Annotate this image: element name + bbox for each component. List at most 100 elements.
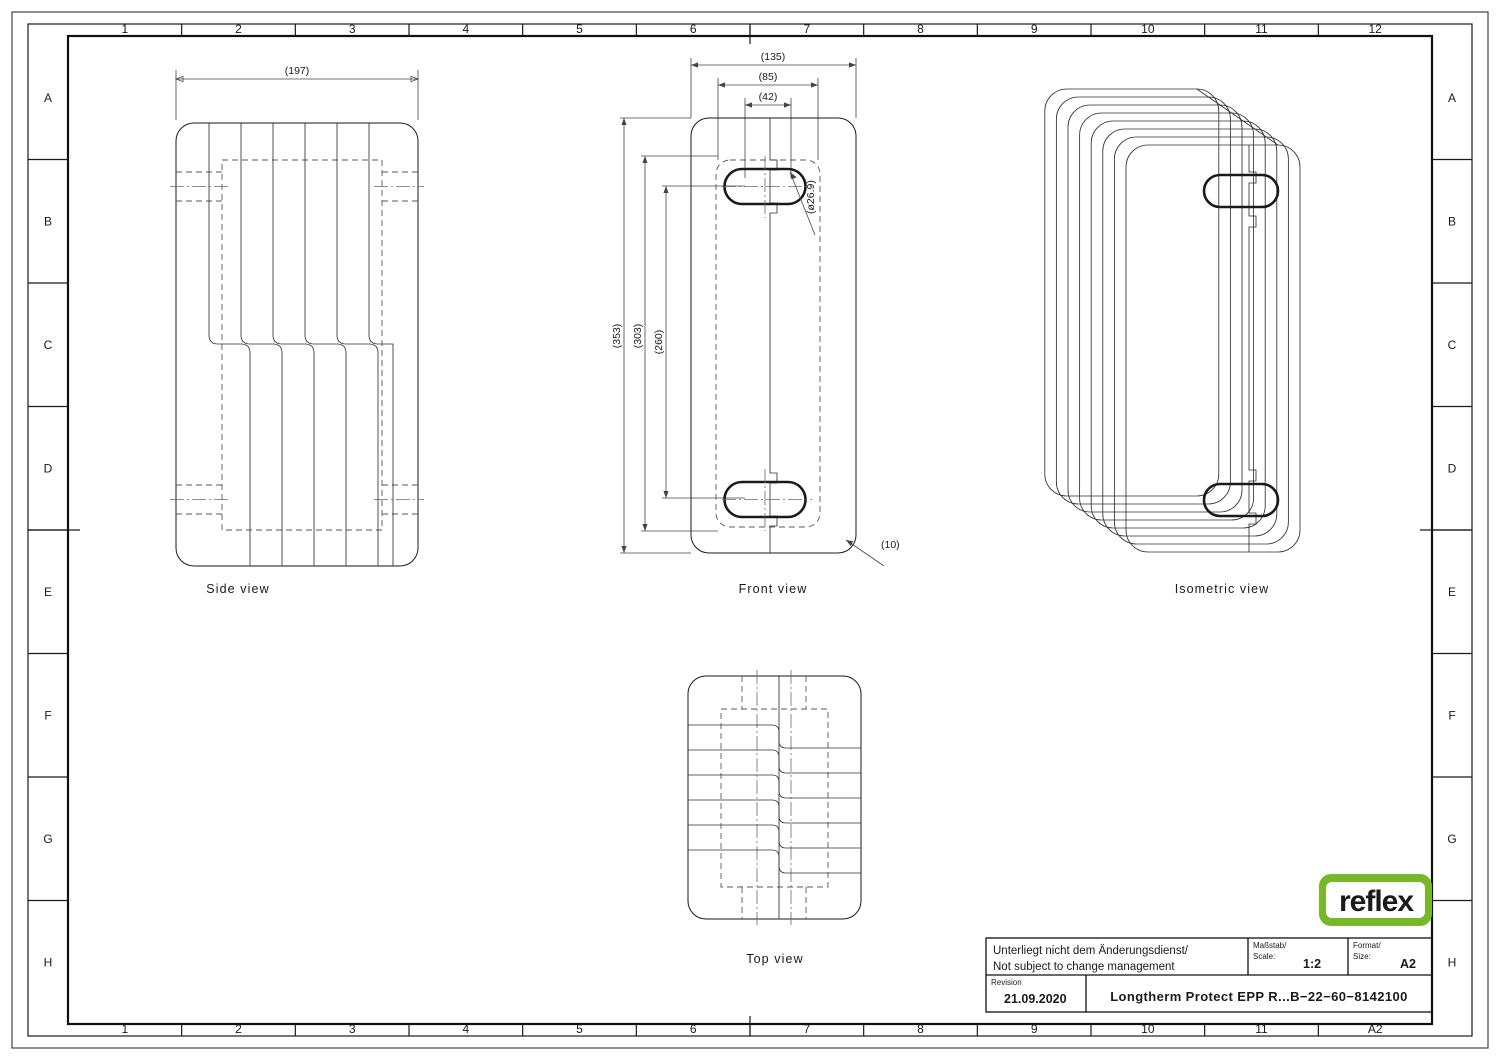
front-view-label: Front view [739,582,808,596]
isometric-front-plate [1125,144,1301,553]
zone-number-bottom-7: 7 [803,1022,810,1036]
zone-letter-left-C: C [44,338,53,352]
side-view: (197) Side view [170,65,424,596]
dim-front-overall-width: (135) [761,51,786,63]
isometric-layer-edge-1 [1266,136,1279,146]
isometric-layer-edge-5 [1219,104,1232,114]
isometric-layer-edge-2 [1254,128,1267,138]
top-view-label: Top view [746,952,803,966]
side-view-label: Side view [206,582,269,596]
zone-number-bottom-2: 2 [235,1022,242,1036]
dim-front-overall-height: (353) [611,324,623,349]
top-view: Top view [687,670,862,966]
zone-number-bottom-6: 6 [690,1022,697,1036]
isometric-layer-6 [1055,96,1231,505]
zone-number-top-1: 1 [121,22,128,36]
isometric-layer-5 [1067,104,1243,513]
isometric-layer-edge-6 [1208,96,1221,106]
front-dim-corner-radius: (10) [845,539,900,567]
size-value: A2 [1400,957,1416,971]
dim-front-corner-radius: (10) [881,539,900,551]
zone-number-top-9: 9 [1031,22,1038,36]
zone-number-bottom-A2: A2 [1368,1022,1383,1036]
zone-number-bottom-10: 10 [1141,1022,1155,1036]
isometric-view: Isometric view [1044,88,1301,596]
front-dim-260: (260) [653,185,745,499]
zone-number-bottom-1: 1 [121,1022,128,1036]
zone-numbers-bottom: 1 2 3 4 5 6 7 8 9 10 11 A2 [121,1022,1382,1036]
zone-letter-left-E: E [44,585,52,599]
dim-front-slot-spacing: (260) [653,330,665,355]
dim-side-width: (197) [285,65,310,77]
zone-ticks-horizontal [181,24,1319,1036]
isometric-layer-edge-4 [1231,112,1244,122]
centre-marks [28,24,1472,1036]
zone-number-top-3: 3 [349,22,356,36]
zone-number-top-11: 11 [1255,22,1268,36]
scale-value: 1:2 [1303,957,1321,971]
isometric-layer-stack [1044,88,1289,545]
front-dim-135: (135) [691,51,856,68]
zone-number-top-2: 2 [235,22,242,36]
revision-value: 21.09.2020 [1004,992,1067,1006]
zone-number-bottom-8: 8 [917,1022,924,1036]
zone-letter-left-B: B [44,214,52,228]
zone-number-bottom-4: 4 [462,1022,469,1036]
isometric-layer-1 [1113,136,1289,545]
scale-label-line2: Scale: [1253,952,1275,961]
dim-front-inner-width: (85) [759,71,778,83]
zone-number-top-6: 6 [690,22,697,36]
drawing-title: Longtherm Protect EPP R...B−22−60−814210… [1110,989,1408,1004]
front-slot-upper [722,156,812,218]
front-dim-42: (42) [745,91,791,108]
revision-label: Revision [991,978,1022,987]
zone-number-bottom-11: 11 [1255,1022,1268,1036]
zone-number-top-8: 8 [917,22,924,36]
size-label-line2: Size: [1353,952,1371,961]
zone-number-top-7: 7 [803,22,810,36]
zone-letter-right-F: F [1448,708,1455,722]
zone-letter-right-G: G [1447,832,1456,846]
zone-letter-left-A: A [44,91,52,105]
change-notice-line2: Not subject to change management [993,961,1175,973]
zone-number-top-10: 10 [1141,22,1155,36]
zone-number-bottom-3: 3 [349,1022,356,1036]
zone-letter-right-B: B [1448,214,1456,228]
isometric-view-label: Isometric view [1175,582,1270,596]
front-view: (135) (85) (42) (353) [611,51,900,596]
change-notice-line1: Unterliegt nicht dem Änderungsdienst/ [993,945,1189,957]
front-dim-85: (85) [718,71,818,88]
zone-letter-right-H: H [1448,955,1457,969]
scale-label-line1: Maßstab/ [1253,941,1287,950]
zone-ticks-vertical [28,158,1472,902]
isometric-layer-7 [1044,88,1220,497]
size-label-line1: Format/ [1353,941,1381,950]
dim-front-inner-height: (303) [632,324,644,349]
zone-number-bottom-9: 9 [1031,1022,1038,1036]
sheet-frame [11,11,1489,1049]
zone-number-top-4: 4 [462,22,469,36]
title-block: Unterliegt nicht dem Änderungsdienst/ No… [985,937,1433,1013]
front-dim-353: (353) [611,117,691,554]
zone-letter-left-F: F [44,708,51,722]
isometric-layer-4 [1079,112,1255,521]
zone-letter-right-D: D [1448,461,1457,475]
zone-number-top-5: 5 [576,22,583,36]
isometric-layer-edge-3 [1242,120,1256,130]
zone-letter-left-D: D [44,461,53,475]
zone-number-bottom-5: 5 [576,1022,583,1036]
zone-letter-right-C: C [1448,338,1457,352]
logo-text: reflex [1339,885,1414,918]
side-view-dimension-width: (197) [174,65,420,120]
front-slot-lower [722,469,812,531]
isometric-layer-3 [1090,120,1266,529]
zone-letter-right-E: E [1448,585,1456,599]
front-dim-slot-diameter: (ø26.9) [789,171,817,236]
zone-letter-left-G: G [43,832,52,846]
dim-front-slot-diameter: (ø26.9) [805,180,817,214]
